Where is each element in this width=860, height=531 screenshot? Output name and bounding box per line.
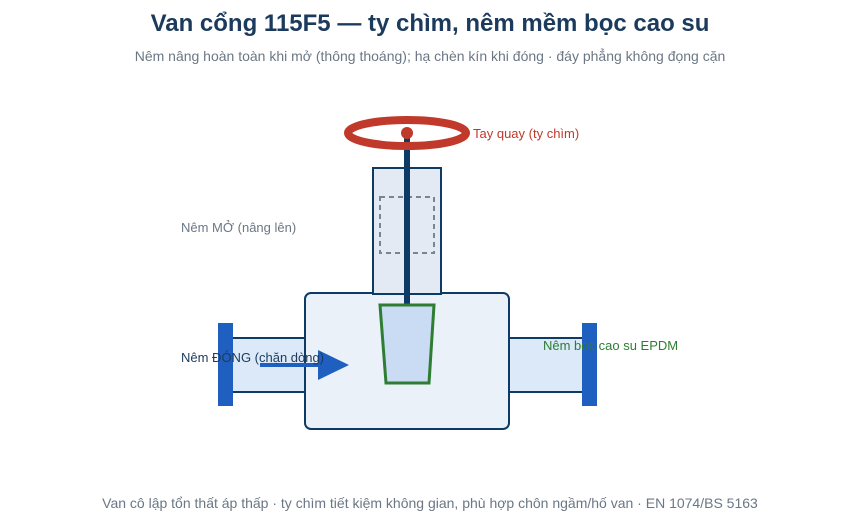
wedge-closed — [378, 303, 436, 385]
footer-note: Van cô lập tổn thất áp thấp · ty chìm ti… — [102, 495, 758, 511]
handwheel-hub — [401, 127, 413, 139]
flow-arrow-head — [318, 350, 349, 380]
page-title: Van cổng 115F5 — ty chìm, nêm mềm bọc ca… — [150, 10, 710, 37]
handwheel-label: Tay quay (ty chìm) — [473, 126, 579, 141]
wedge-rubber-label: Nêm bọc cao su EPDM — [543, 338, 678, 353]
wedge-closed-label: Nêm ĐÓNG (chặn dòng) — [181, 350, 324, 365]
left-flange — [218, 323, 233, 406]
wedge-open-label: Nêm MỞ (nâng lên) — [181, 220, 296, 235]
page-subtitle: Nêm nâng hoàn toàn khi mở (thông thoáng)… — [134, 48, 726, 64]
right-flange — [582, 323, 597, 406]
handwheel — [344, 116, 470, 150]
